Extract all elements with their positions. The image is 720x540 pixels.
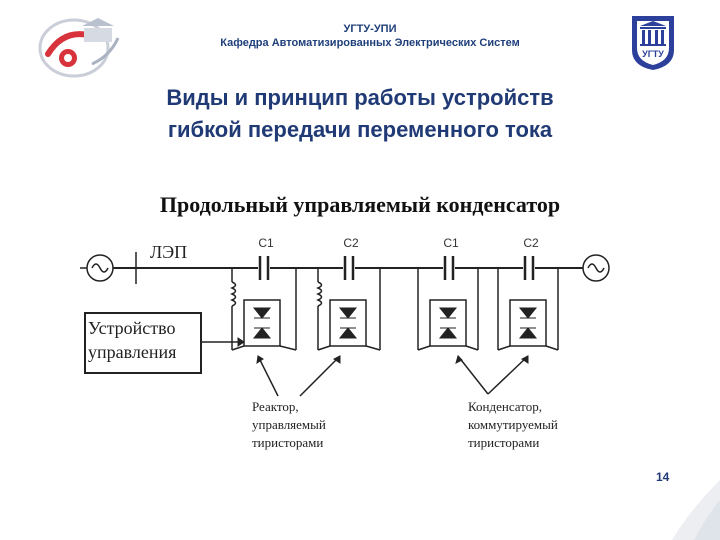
circuit-diagram: C1 C2 C1 C2 Реактор, управляемый тиристо… xyxy=(80,236,610,450)
control-device-line-1: Устройство xyxy=(88,318,176,338)
capacitor-label: C1 xyxy=(258,236,274,250)
control-device-box xyxy=(84,312,202,374)
university-logo-right: УГТУ xyxy=(628,12,678,72)
capacitor-note-line-2: коммутируемый xyxy=(468,417,558,432)
reactor-note-line-2: управляемый xyxy=(252,417,326,432)
shield-logo-icon: УГТУ xyxy=(632,16,674,70)
capacitor-note-line-3: тиристорами xyxy=(468,435,539,450)
university-logo-left xyxy=(34,8,130,80)
control-device-line-2: управления xyxy=(88,342,177,362)
thyristor-group xyxy=(237,307,538,365)
capacitor-label: C2 xyxy=(523,236,539,250)
slide-title: Виды и принцип работы устройств гибкой п… xyxy=(60,82,660,146)
org-name: УГТУ-УПИ xyxy=(343,23,397,35)
header: УГТУ-УПИ Кафедра Автоматизированных Элек… xyxy=(150,22,590,50)
slide-subtitle: Продольный управляемый конденсатор xyxy=(159,192,561,217)
reactor-note-line-1: Реактор, xyxy=(252,399,299,414)
department-name: Кафедра Автоматизированных Электрических… xyxy=(220,37,520,49)
capacitor-label: C2 xyxy=(343,236,359,250)
logo-text: УГТУ xyxy=(642,49,664,59)
title-line-1: Виды и принцип работы устройств xyxy=(166,85,554,110)
control-device-label: Устройство управления xyxy=(88,316,202,364)
line-label: ЛЭП xyxy=(150,242,188,262)
logo-emblem-icon xyxy=(38,18,120,78)
title-line-2: гибкой передачи переменного тока xyxy=(167,117,553,142)
corner-decoration xyxy=(672,480,720,540)
page-number: 14 xyxy=(656,470,670,484)
capacitor-label: C1 xyxy=(443,236,459,250)
capacitor-note-line-1: Конденсатор, xyxy=(468,399,542,414)
reactor-note-line-3: тиристорами xyxy=(252,435,323,450)
